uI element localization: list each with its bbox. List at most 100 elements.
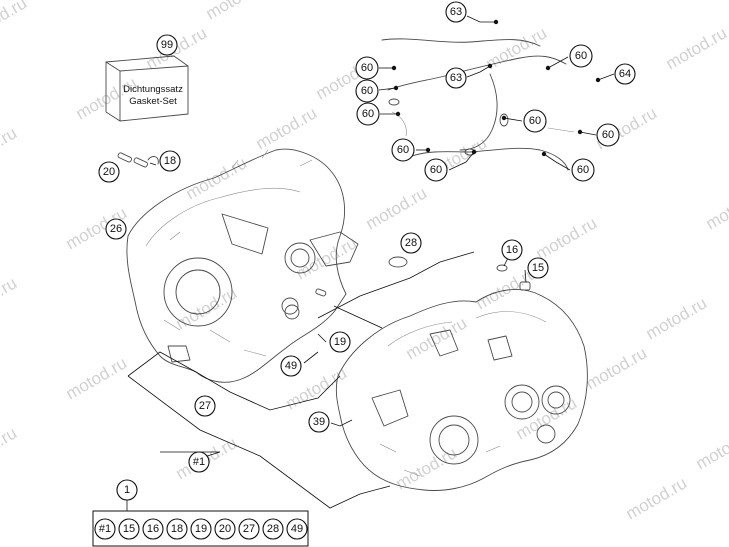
watermark-text: motod.ru — [253, 103, 321, 153]
kit-item-callout[interactable]: 27 — [238, 518, 260, 540]
watermark-text: motod.ru — [203, 0, 271, 23]
svg-text:27: 27 — [243, 523, 255, 535]
gasket-box-line1: Dichtungssatz — [123, 84, 183, 95]
kit-item-callout[interactable]: #1 — [94, 518, 116, 540]
callout-layer: 99 63 60 60 60 63 60 64 60 60 60 60 60 1… — [98, 1, 636, 501]
callout-20[interactable]: 20 — [98, 161, 120, 183]
svg-text:60: 60 — [362, 108, 374, 120]
kit-item-callout[interactable]: 16 — [142, 518, 164, 540]
callout-99[interactable]: 99 — [156, 34, 178, 56]
watermark-text: motod.ru — [0, 273, 20, 323]
watermark-text: motod.ru — [623, 473, 691, 523]
kit-outline — [127, 251, 475, 509]
svg-text:15: 15 — [123, 523, 135, 535]
svg-text:26: 26 — [110, 223, 122, 235]
callout-60-right[interactable]: 60 — [596, 123, 620, 147]
svg-text:64: 64 — [619, 68, 631, 80]
svg-text:20: 20 — [219, 523, 231, 535]
callout-60-lower-right[interactable]: 60 — [571, 158, 595, 182]
svg-text:63: 63 — [450, 6, 462, 18]
svg-text:60: 60 — [529, 115, 541, 127]
svg-text:1: 1 — [124, 484, 130, 496]
watermark-text: motod.ru — [703, 183, 729, 233]
callout-19[interactable]: 19 — [329, 331, 351, 353]
watermark-text: motod.ru — [183, 153, 251, 203]
svg-text:19: 19 — [334, 336, 346, 348]
svg-text:27: 27 — [199, 400, 211, 412]
watermark-text: motod.ru — [643, 293, 711, 343]
oil-lines — [381, 38, 575, 171]
callout-18[interactable]: 18 — [159, 150, 181, 172]
callout-63-middle[interactable]: 63 — [445, 67, 467, 89]
callout-60-left-3[interactable]: 60 — [356, 102, 380, 126]
watermark-text: motod.ru — [0, 423, 20, 473]
watermark-text: motod.ru — [583, 343, 651, 393]
watermark-text: motod.ru — [483, 23, 551, 73]
kit-item-callout[interactable]: 18 — [166, 518, 188, 540]
gasket-box-line2: Gasket-Set — [129, 96, 177, 107]
watermark-text: motod.ru — [173, 283, 241, 333]
svg-text:16: 16 — [506, 244, 518, 256]
svg-text:60: 60 — [577, 164, 589, 176]
watermark-text: motod.ru — [663, 23, 729, 73]
callout-28[interactable]: 28 — [400, 232, 422, 254]
watermark-text: motod.ru — [363, 183, 431, 233]
svg-text:19: 19 — [195, 523, 207, 535]
callout-60-left-2[interactable]: 60 — [355, 79, 379, 103]
callout-kit-hash-1[interactable]: #1 — [188, 451, 210, 473]
svg-text:20: 20 — [103, 166, 115, 178]
callout-15[interactable]: 15 — [527, 257, 549, 279]
svg-text:15: 15 — [532, 262, 544, 274]
svg-text:60: 60 — [397, 144, 409, 156]
gasket-set-box: Dichtungssatz Gasket-Set — [105, 55, 189, 122]
callout-1[interactable]: 1 — [116, 479, 138, 501]
callout-60-upper-right[interactable]: 60 — [569, 44, 593, 68]
kit-item-callout[interactable]: 15 — [118, 518, 140, 540]
watermark-text: motod.ru — [0, 0, 30, 43]
watermark-text: motod.ru — [533, 213, 601, 263]
svg-text:18: 18 — [171, 523, 183, 535]
svg-text:28: 28 — [405, 237, 417, 249]
callout-27[interactable]: 27 — [194, 395, 216, 417]
callout-60-center[interactable]: 60 — [523, 109, 547, 133]
svg-text:60: 60 — [361, 85, 373, 97]
callout-49[interactable]: 49 — [280, 355, 302, 377]
callout-26[interactable]: 26 — [105, 218, 127, 240]
svg-text:#1: #1 — [99, 523, 111, 535]
kit-item-callout[interactable]: 20 — [214, 518, 236, 540]
svg-text:39: 39 — [313, 416, 325, 428]
svg-text:60: 60 — [602, 129, 614, 141]
watermark-text: motod.ru — [403, 313, 471, 363]
callout-63-top[interactable]: 63 — [445, 1, 467, 23]
svg-text:60: 60 — [430, 164, 442, 176]
callout-16[interactable]: 16 — [501, 239, 523, 261]
kit-item-callout[interactable]: 28 — [262, 518, 284, 540]
callout-60-lower-left[interactable]: 60 — [391, 138, 415, 162]
watermark-text: motod.ru — [0, 123, 20, 173]
svg-text:18: 18 — [164, 155, 176, 167]
callout-60-left-1[interactable]: 60 — [355, 56, 379, 80]
svg-text:#1: #1 — [193, 456, 205, 468]
svg-text:60: 60 — [575, 50, 587, 62]
kit-item-callout[interactable]: 49 — [286, 518, 308, 540]
watermark-text: motod.ru — [693, 423, 729, 473]
svg-text:16: 16 — [147, 523, 159, 535]
watermark-text: motod.ru — [293, 233, 361, 283]
kit-items: #1 15 16 18 19 20 27 28 49 — [94, 518, 308, 540]
right-crankcase-half — [335, 289, 588, 491]
svg-text:28: 28 — [267, 523, 279, 535]
svg-text:49: 49 — [285, 360, 297, 372]
small-parts — [117, 152, 531, 320]
watermark-text: motod.ru — [63, 353, 131, 403]
kit-item-callout[interactable]: 19 — [190, 518, 212, 540]
callout-60-lower-middle[interactable]: 60 — [424, 158, 448, 182]
callout-64[interactable]: 64 — [614, 63, 636, 85]
svg-text:99: 99 — [161, 39, 173, 51]
svg-text:49: 49 — [291, 523, 303, 535]
leader-lines — [126, 15, 615, 511]
callout-39[interactable]: 39 — [308, 411, 330, 433]
svg-text:63: 63 — [450, 72, 462, 84]
kit-contents-bar: #1 15 16 18 19 20 27 28 49 — [92, 510, 309, 547]
svg-text:60: 60 — [361, 62, 373, 74]
